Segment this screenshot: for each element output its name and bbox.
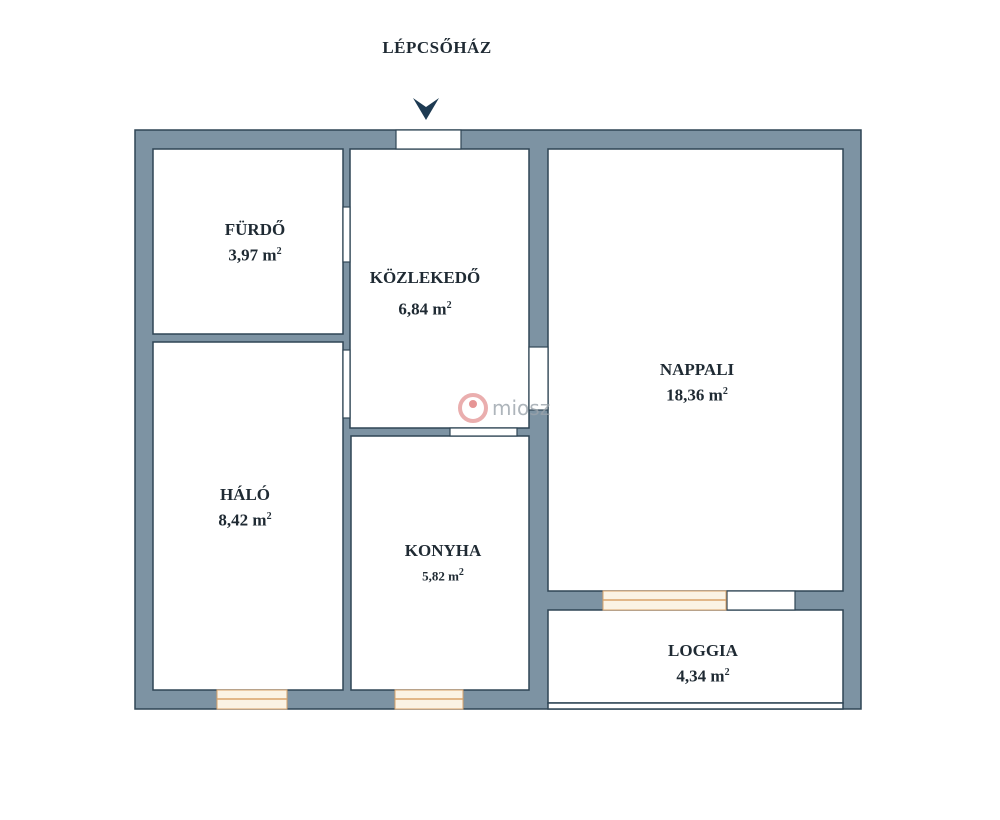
- door-furdo: [342, 206, 351, 263]
- door-konyha: [449, 427, 518, 437]
- room-kozlekedo: [349, 148, 530, 429]
- entrance-arrow-icon: [413, 98, 439, 120]
- room-halo: [152, 341, 344, 691]
- room-nappali: [547, 148, 844, 592]
- room-furdo: [152, 148, 344, 335]
- door-halo: [342, 349, 351, 419]
- watermark-logo: [458, 393, 488, 423]
- watermark-text: miosz: [492, 396, 551, 420]
- door-nappali: [528, 346, 549, 411]
- room-loggia: [547, 609, 844, 704]
- room-konyha: [350, 435, 530, 691]
- stairwell-label: LÉPCSŐHÁZ: [382, 38, 492, 57]
- door-loggia: [726, 590, 796, 611]
- entrance-door: [395, 129, 462, 150]
- loggia-railing: [547, 702, 844, 710]
